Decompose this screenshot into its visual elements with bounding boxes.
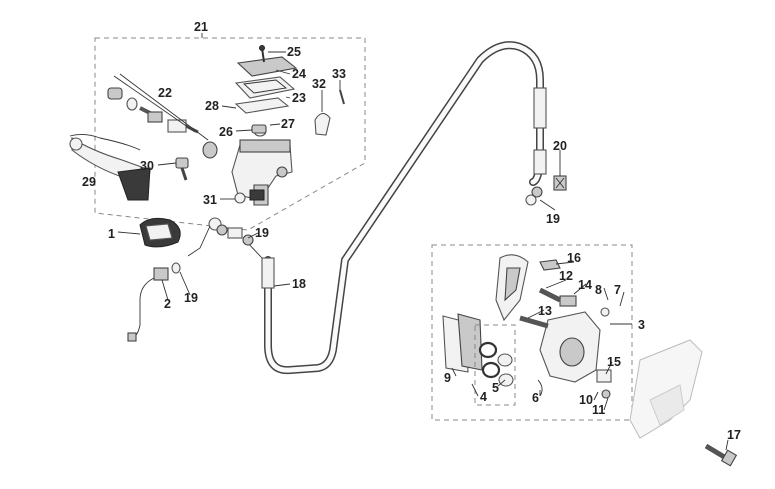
brake-switch (139, 217, 181, 248)
label-18: 18 (292, 277, 306, 291)
label-16: 16 (567, 251, 581, 265)
label-19-upper: 19 (255, 226, 269, 240)
label-2: 2 (164, 297, 171, 311)
label-14: 14 (578, 278, 592, 292)
label-23: 23 (292, 91, 306, 105)
label-27: 27 (281, 117, 295, 131)
label-4: 4 (480, 390, 487, 404)
caliper-bolt (704, 443, 738, 467)
label-17: 17 (727, 428, 741, 442)
label-6: 6 (532, 391, 539, 405)
label-7: 7 (614, 283, 621, 297)
caliper-body (519, 287, 601, 383)
label-19-lower: 19 (184, 291, 198, 305)
caliper-group-box (431, 244, 633, 421)
label-13: 13 (538, 304, 552, 318)
pivot-bolt (175, 157, 189, 181)
leader-lines (117, 33, 729, 451)
label-5: 5 (492, 381, 499, 395)
label-21: 21 (194, 20, 208, 34)
pistons-seals (474, 324, 516, 406)
label-24: 24 (292, 67, 306, 81)
label-28: 28 (205, 99, 219, 113)
caliper-small-parts (537, 259, 612, 399)
brake-pads (442, 313, 483, 373)
brake-hose (244, 41, 547, 375)
label-33: 33 (332, 67, 346, 81)
label-30: 30 (140, 159, 154, 173)
bracket (314, 89, 345, 136)
caliper-bracket (495, 254, 529, 322)
reservoir-fitting (251, 124, 267, 137)
label-1: 1 (108, 227, 115, 241)
banjo-bolt-switch (127, 262, 181, 342)
master-cylinder (231, 139, 293, 206)
master-cylinder-group-box (94, 37, 366, 231)
label-3: 3 (638, 318, 645, 332)
label-8: 8 (595, 283, 602, 297)
label-20: 20 (553, 139, 567, 153)
label-19-caliper: 19 (546, 212, 560, 226)
label-12: 12 (559, 269, 573, 283)
label-25: 25 (287, 45, 301, 59)
fork-leg (629, 339, 703, 439)
label-26: 26 (219, 125, 233, 139)
banjo-bolt-upper (234, 192, 246, 204)
label-10: 10 (579, 393, 593, 407)
label-31: 31 (203, 193, 217, 207)
label-29: 29 (82, 175, 96, 189)
piston-kit (107, 73, 218, 159)
reservoir-cover (234, 45, 298, 114)
label-15: 15 (607, 355, 621, 369)
callout-labels: 21 25 24 23 28 32 33 22 26 27 30 29 31 1… (82, 20, 741, 442)
brake-lever (69, 133, 151, 201)
label-22: 22 (158, 86, 172, 100)
label-9: 9 (444, 371, 451, 385)
hose-banjo-upper (187, 217, 254, 257)
banjo-lower (525, 186, 543, 206)
label-32: 32 (312, 77, 326, 91)
bleeder-valve (553, 175, 567, 191)
label-11: 11 (592, 403, 605, 417)
